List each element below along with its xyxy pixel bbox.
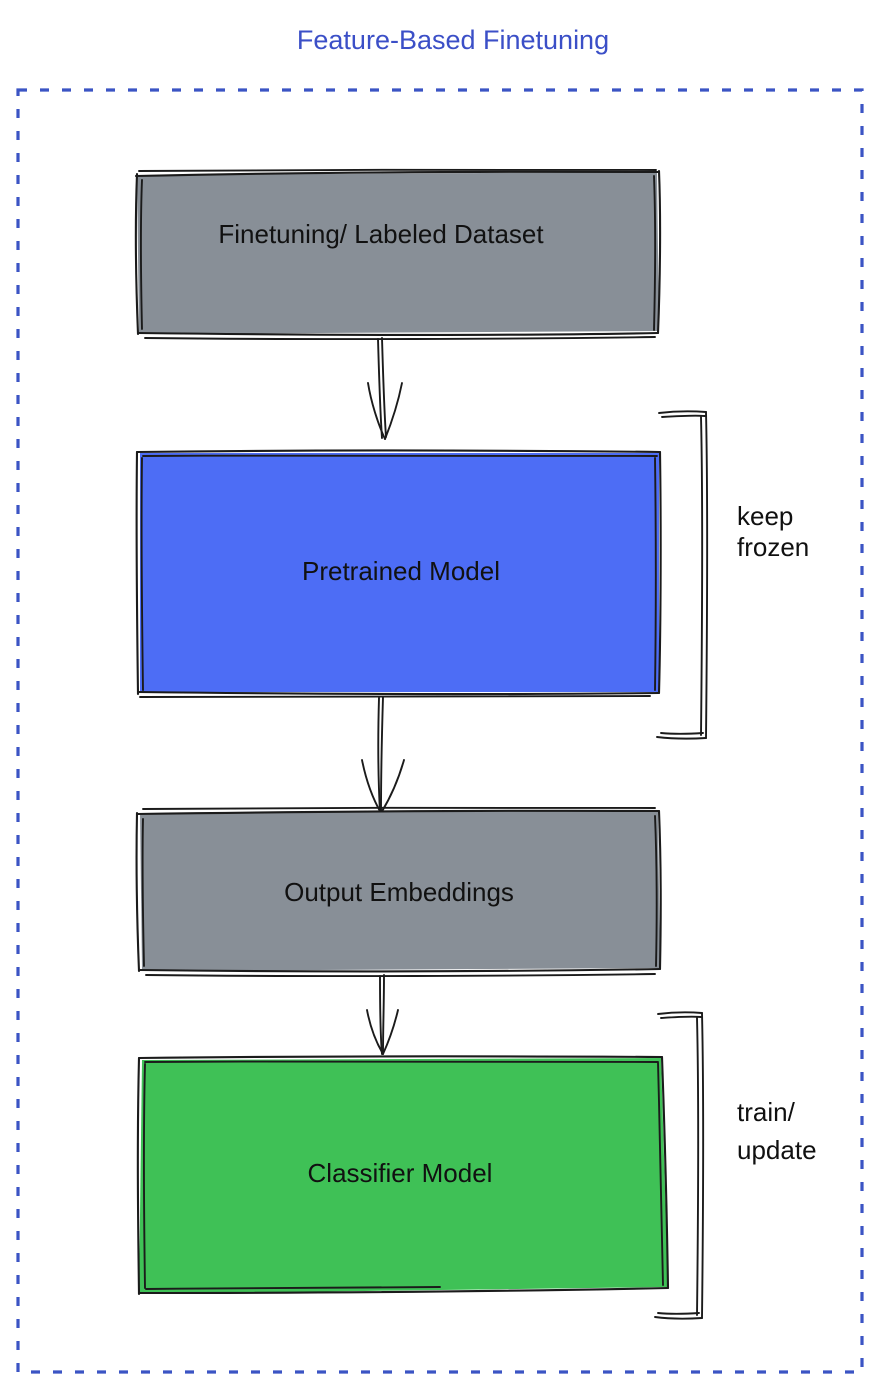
node-embeddings-edge-top	[135, 809, 661, 816]
node-dataset-edge-top	[134, 170, 660, 178]
node-dataset-edge-left-2	[139, 179, 143, 330]
node-pretrained-edge-left-2	[140, 457, 144, 691]
train-update-bracket-bottom-arm-2	[657, 1312, 700, 1315]
node-embeddings-edge-bottom	[138, 967, 662, 973]
edge-dataset-pretrained-line	[381, 337, 387, 438]
node-classifier-edge-left-2	[142, 1063, 146, 1289]
node-classifier-edge-left	[136, 1056, 141, 1296]
edge-pretrained-embeddings-head-right	[380, 759, 405, 814]
node-embeddings-label: Output Embeddings	[284, 877, 514, 907]
edge-embeddings-classifier-head-right	[382, 1009, 399, 1055]
node-dataset-edge-top-2	[138, 168, 657, 172]
keep-frozen-bracket-spine	[705, 411, 709, 739]
keep-frozen-bracket-top-arm	[658, 410, 707, 414]
annotation-keep-frozen: keep frozen	[656, 410, 809, 740]
node-embeddings-fill	[140, 811, 660, 971]
keep-frozen-bracket-spine-2	[700, 416, 704, 736]
edge-embeddings-classifier	[366, 974, 399, 1055]
edge-pretrained-embeddings-line	[380, 696, 384, 813]
train-update-bracket-bottom-arm	[654, 1316, 703, 1320]
edge-embeddings-classifier-line-2	[379, 975, 383, 1055]
node-pretrained-edge-top	[135, 449, 662, 454]
node-embeddings-edge-bottom-2	[145, 973, 656, 978]
node-dataset-edge-left	[134, 172, 140, 336]
page-title: Feature-Based Finetuning	[297, 25, 609, 55]
node-dataset-edge-right-2	[653, 175, 657, 331]
node-classifier-edge-right-2	[657, 1062, 664, 1286]
edge-embeddings-classifier-head-left	[366, 1009, 384, 1055]
edge-pretrained-embeddings-line-2	[377, 697, 381, 813]
node-embeddings-edge-right	[657, 809, 662, 971]
node-classifier-edge-bottom	[137, 1286, 670, 1295]
keep-frozen-bracket-bottom-arm	[656, 736, 707, 740]
edge-pretrained-embeddings	[361, 696, 405, 814]
node-pretrained-edge-top-2	[142, 454, 658, 457]
node-classifier-fill	[139, 1058, 668, 1294]
node-pretrained-edge-bottom-2	[139, 695, 651, 699]
train-update-bracket-spine	[701, 1012, 705, 1319]
annotation-train-update: train/ update	[654, 1011, 817, 1320]
train-update-label-line-2: update	[737, 1135, 817, 1165]
node-pretrained-edge-right	[657, 450, 662, 695]
node-pretrained-fill	[140, 453, 659, 692]
keep-frozen-bracket-top-arm-2	[661, 414, 706, 418]
edge-dataset-pretrained	[367, 337, 403, 440]
node-classifier-edge-top	[137, 1055, 664, 1060]
node-pretrained-edge-right-2	[654, 457, 657, 691]
node-pretrained[interactable]: Pretrained Model	[135, 449, 662, 699]
node-embeddings[interactable]: Output Embeddings	[135, 806, 662, 978]
edge-pretrained-embeddings-head-left	[361, 759, 382, 814]
edge-dataset-pretrained-head-right	[384, 382, 403, 440]
train-update-bracket-top-arm-2	[660, 1015, 702, 1019]
node-classifier-edge-right	[660, 1055, 670, 1290]
keep-frozen-bracket-bottom-arm-2	[660, 732, 704, 735]
train-update-label-line-1: train/	[737, 1097, 796, 1127]
node-dataset-edge-bottom-2	[144, 336, 656, 341]
keep-frozen-label-line-2: frozen	[737, 532, 809, 562]
node-dataset[interactable]: Finetuning/ Labeled Dataset	[134, 168, 662, 341]
node-dataset-edge-right	[656, 169, 662, 335]
node-pretrained-edge-bottom	[136, 690, 661, 696]
train-update-bracket-top-arm	[657, 1011, 703, 1015]
node-classifier[interactable]: Classifier Model	[136, 1055, 670, 1296]
edge-dataset-pretrained-head-left	[367, 382, 386, 440]
train-update-bracket-spine-2	[696, 1017, 700, 1316]
node-classifier-edge-bottom-2	[145, 1286, 441, 1290]
node-classifier-label: Classifier Model	[308, 1158, 493, 1188]
node-dataset-fill	[137, 172, 659, 334]
node-embeddings-edge-left-2	[141, 818, 145, 967]
node-embeddings-edge-top-2	[142, 806, 656, 810]
node-classifier-edge-top-2	[144, 1060, 659, 1063]
node-dataset-edge-bottom	[136, 331, 660, 336]
keep-frozen-label-line-1: keep	[737, 501, 793, 531]
node-dataset-label: Finetuning/ Labeled Dataset	[218, 219, 544, 249]
edge-embeddings-classifier-line	[382, 974, 385, 1054]
node-embeddings-edge-right-2	[654, 815, 658, 967]
node-pretrained-label: Pretrained Model	[302, 556, 500, 586]
node-embeddings-edge-left	[135, 811, 141, 973]
node-pretrained-edge-left	[135, 450, 140, 696]
